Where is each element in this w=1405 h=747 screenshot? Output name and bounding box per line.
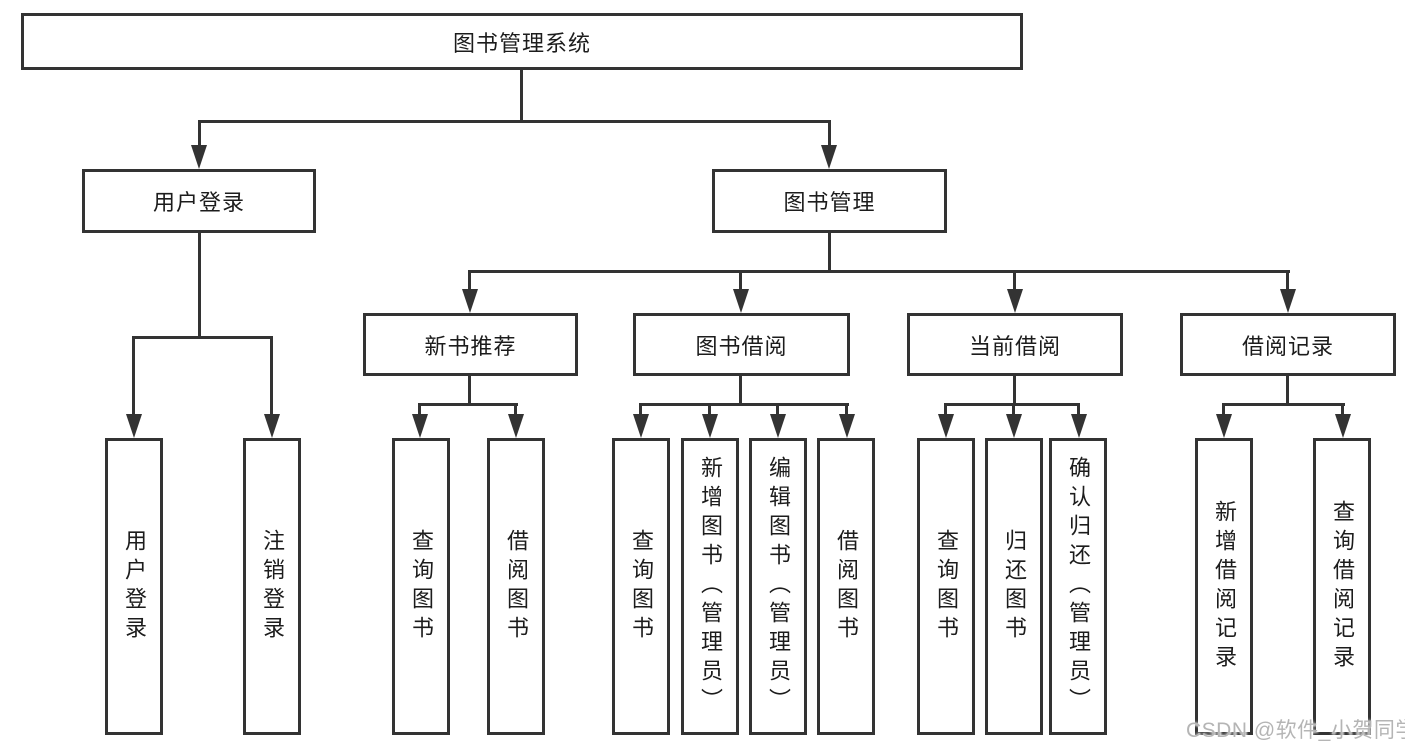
connector-current-stem: [1013, 376, 1016, 405]
connector-level2-rail: [198, 120, 831, 123]
leaf-query-books-newbook: 查询图书: [392, 438, 450, 735]
arrow-down-icon: [1335, 414, 1351, 438]
connector-login-stem: [198, 233, 201, 339]
arrow-down-icon: [126, 414, 142, 438]
connector-current-leaf3: [1077, 403, 1080, 417]
connector-newbook-leaf2: [514, 403, 517, 417]
arrow-down-icon: [1280, 289, 1296, 313]
connector-to-new-book: [468, 270, 471, 292]
arrow-down-icon: [702, 414, 718, 438]
connector-current-leaf2: [1012, 403, 1015, 417]
connector-borrow-rail: [639, 403, 849, 406]
connector-borrow-leaf4: [845, 403, 848, 417]
connector-level3-rail: [468, 270, 1290, 273]
leaf-user-login: 用户登录: [105, 438, 163, 735]
leaf-borrow-books: 借阅图书: [817, 438, 875, 735]
connector-borrow-stem: [739, 376, 742, 405]
connector-to-leaf-logout: [270, 336, 273, 416]
arrow-down-icon: [191, 145, 207, 169]
connector-record-leaf2: [1341, 403, 1344, 417]
arrow-down-icon: [1071, 414, 1087, 438]
arrow-down-icon: [1007, 289, 1023, 313]
leaf-query-books-current: 查询图书: [917, 438, 975, 735]
node-user-login: 用户登录: [82, 169, 316, 233]
connector-to-borrowing-records: [1286, 270, 1289, 292]
leaf-query-borrow-record: 查询借阅记录: [1313, 438, 1371, 735]
leaf-borrow-books-newbook: 借阅图书: [487, 438, 545, 735]
arrow-down-icon: [733, 289, 749, 313]
connector-borrow-leaf2: [708, 403, 711, 417]
arrow-down-icon: [1006, 414, 1022, 438]
arrow-down-icon: [264, 414, 280, 438]
arrow-down-icon: [462, 289, 478, 313]
node-library-management-system: 图书管理系统: [21, 13, 1023, 70]
leaf-add-borrow-record: 新增借阅记录: [1195, 438, 1253, 735]
arrow-down-icon: [821, 145, 837, 169]
csdn-watermark: CSDN @软件_小贺同学: [1186, 719, 1405, 742]
connector-mgmt-stem: [828, 233, 831, 273]
connector-login-rail: [132, 336, 273, 339]
leaf-logout: 注销登录: [243, 438, 301, 735]
arrow-down-icon: [770, 414, 786, 438]
connector-record-stem: [1286, 376, 1289, 405]
connector-record-rail: [1222, 403, 1345, 406]
connector-newbook-stem: [468, 376, 471, 405]
connector-root-stem: [520, 70, 523, 123]
leaf-add-book-admin: 新增图书（管理员）: [681, 438, 739, 735]
connector-borrow-leaf3: [776, 403, 779, 417]
node-book-borrowing: 图书借阅: [633, 313, 850, 376]
leaf-query-books-borrow: 查询图书: [612, 438, 670, 735]
connector-to-book-management: [828, 120, 831, 148]
connector-current-leaf1: [944, 403, 947, 417]
connector-to-user-login: [198, 120, 201, 148]
arrow-down-icon: [508, 414, 524, 438]
connector-record-leaf1: [1222, 403, 1225, 417]
connector-borrow-leaf1: [639, 403, 642, 417]
arrow-down-icon: [839, 414, 855, 438]
arrow-down-icon: [1216, 414, 1232, 438]
connector-to-leaf-user-login: [132, 336, 135, 416]
arrow-down-icon: [412, 414, 428, 438]
leaf-confirm-return-admin: 确认归还（管理员）: [1049, 438, 1107, 735]
node-book-management: 图书管理: [712, 169, 947, 233]
connector-to-current-borrowing: [1013, 270, 1016, 292]
leaf-return-books: 归还图书: [985, 438, 1043, 735]
leaf-edit-book-admin: 编辑图书（管理员）: [749, 438, 807, 735]
arrow-down-icon: [633, 414, 649, 438]
arrow-down-icon: [938, 414, 954, 438]
connector-to-book-borrowing: [739, 270, 742, 292]
node-borrowing-records: 借阅记录: [1180, 313, 1396, 376]
node-current-borrowing: 当前借阅: [907, 313, 1123, 376]
node-new-book-recommendation: 新书推荐: [363, 313, 578, 376]
connector-newbook-leaf1: [418, 403, 421, 417]
connector-newbook-rail: [418, 403, 518, 406]
